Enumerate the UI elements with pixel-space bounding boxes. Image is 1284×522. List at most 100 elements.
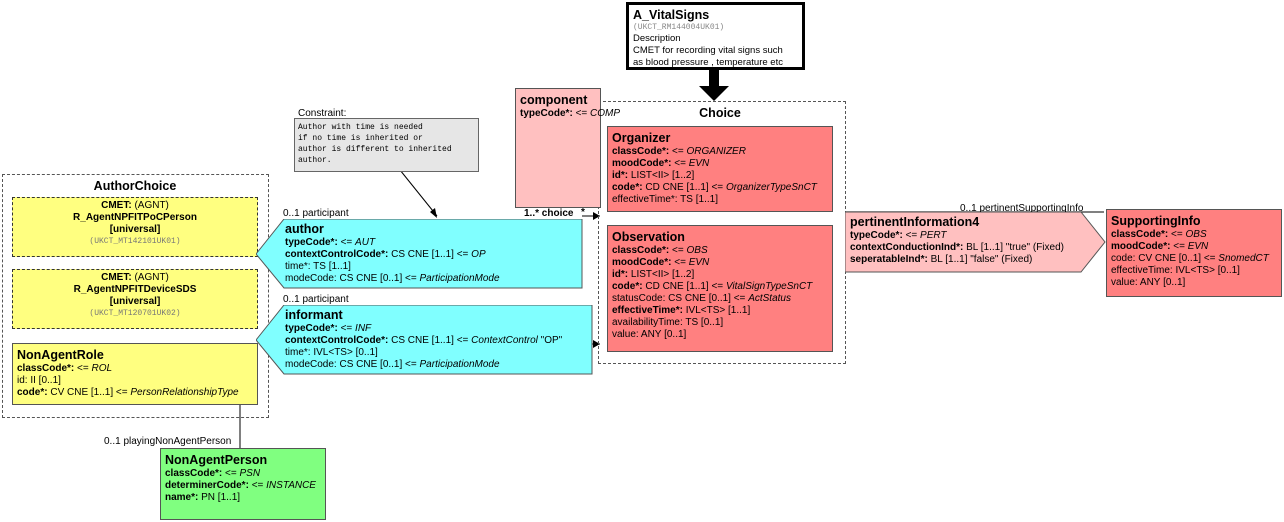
- attr-type: time*: TS [1..1]: [285, 261, 351, 272]
- cmet-prefix: CMET:: [101, 200, 132, 211]
- cmet-type: (AGNT): [134, 272, 169, 283]
- constraint-note: Author with time is needed if no time is…: [294, 118, 479, 172]
- attr-value: EVN: [1187, 241, 1209, 252]
- attr-value: PersonRelationshipType: [130, 387, 239, 398]
- constraint-line: author.: [298, 156, 332, 165]
- author-title: author: [285, 222, 324, 236]
- attr-type: <=: [674, 257, 686, 268]
- cmet-id: (UKCT_MT142101UK01): [89, 237, 181, 246]
- supportinginfo-title: SupportingInfo: [1111, 214, 1201, 228]
- attr-type: <=: [1173, 241, 1185, 252]
- component-box: component typeCode*: <= COMP: [515, 88, 620, 208]
- nonagentperson-box: NonAgentPerson classCode*: <= PSN determ…: [160, 448, 326, 520]
- attr-name: typeCode*:: [850, 230, 903, 241]
- attr-name: moodCode*:: [1111, 241, 1171, 252]
- attr-type: CD CNE [1..1] <=: [645, 182, 724, 193]
- attr-type: availabilityTime: TS [0..1]: [612, 317, 724, 328]
- attr-value: ORGANIZER: [686, 146, 746, 157]
- attr-type: effectiveTime*: TS [1..1]: [612, 194, 718, 205]
- attr-value: OP: [471, 249, 486, 260]
- attr-value: INSTANCE: [266, 480, 316, 491]
- cmet-scope: [universal]: [109, 224, 161, 235]
- attr-name: code*:: [612, 182, 643, 193]
- attr-type: modeCode: CS CNE [0..1] <=: [285, 273, 417, 284]
- pertinent-title: pertinentInformation4: [850, 215, 980, 229]
- attr-name: contextConductionInd*:: [850, 242, 964, 253]
- constraint-line: author is different to inherited: [298, 145, 452, 154]
- choice-label: 1..* choice: [524, 208, 574, 219]
- attr-type: modeCode: CS CNE [0..1] <=: [285, 359, 417, 370]
- observation-title: Observation: [612, 230, 685, 244]
- attr-type: CD CNE [1..1] <=: [645, 281, 724, 292]
- attr-type: effectiveTime: IVL<TS> [0..1]: [1111, 265, 1240, 276]
- attr-type: BL [1..1] "true" (Fixed): [966, 242, 1064, 253]
- pertinent-shape: [845, 212, 1106, 273]
- attr-name: contextControlCode*:: [285, 249, 389, 260]
- author-label: 0..1 participant: [283, 208, 349, 219]
- header-arrow-head: [699, 86, 729, 101]
- organizer-title: Organizer: [612, 131, 671, 145]
- choice-star: *: [581, 207, 585, 218]
- informant-label: 0..1 participant: [283, 294, 349, 305]
- playing-label: 0..1 playingNonAgentPerson: [104, 436, 232, 447]
- constraint-label: Constraint:: [298, 108, 347, 119]
- attr-value: ActStatus: [748, 293, 791, 304]
- attr-value: SnomedCT: [1218, 253, 1269, 264]
- attr-fixed: "OP": [540, 335, 563, 346]
- header-desc-label: Description: [633, 33, 681, 44]
- cmet-name: R_AgentNPFITPoCPerson: [73, 212, 197, 223]
- component-title: component: [520, 93, 588, 107]
- header-desc-line2: as blood pressure , temperature etc: [633, 57, 783, 68]
- attr-name: classCode*:: [165, 468, 223, 479]
- constraint-line: Author with time is needed: [298, 123, 423, 132]
- header-desc-line1: CMET for recording vital signs such: [633, 45, 783, 56]
- informant-content: informant typeCode*: <= INF contextContr…: [285, 307, 562, 371]
- author-shape: [256, 219, 583, 289]
- observation-box: Observation classCode*: <= OBS moodCode*…: [607, 225, 833, 352]
- attr-name: name*:: [165, 492, 199, 503]
- cmet-scope: [universal]: [109, 296, 161, 307]
- cmet-device-sds-box: CMET: (AGNT) R_AgentNPFITDeviceSDS [univ…: [12, 269, 258, 329]
- attr-value: AUT: [355, 237, 376, 248]
- organizer-box: Organizer classCode*: <= ORGANIZER moodC…: [607, 126, 833, 212]
- nonagentrole-box: NonAgentRole classCode*: <= ROL id: II […: [12, 343, 258, 405]
- constraint-line: if no time is inherited or: [298, 134, 423, 143]
- attr-value: VitalSignTypeSnCT: [725, 281, 813, 292]
- attr-type: <=: [672, 146, 684, 157]
- attr-name: seperatableInd*:: [850, 254, 928, 265]
- attr-value: INF: [355, 323, 372, 334]
- pertinent-label: 0..1 pertinentSupportingInfo: [960, 203, 1084, 214]
- attr-name: typeCode*:: [285, 323, 338, 334]
- attr-name: moodCode*:: [612, 257, 672, 268]
- attr-name: code*:: [612, 281, 643, 292]
- cmet-prefix: CMET:: [101, 272, 132, 283]
- attr-name: code*:: [17, 387, 48, 398]
- attr-type: <=: [340, 323, 353, 334]
- header-arrow-shaft: [709, 70, 719, 88]
- supportinginfo-box: SupportingInfo classCode*: <= OBS moodCo…: [1106, 209, 1282, 297]
- header-title: A_VitalSigns: [633, 8, 710, 22]
- attr-type: <=: [77, 363, 89, 374]
- pertinent-content: pertinentInformation4 typeCode*: <= PERT…: [850, 214, 1064, 266]
- attr-type: <=: [905, 230, 918, 241]
- attr-name: id*:: [612, 170, 629, 181]
- attr-type: BL [1..1] "false" (Fixed): [930, 254, 1033, 265]
- attr-name: classCode*:: [17, 363, 75, 374]
- attr-type: <=: [672, 245, 684, 256]
- authorchoice-title: AuthorChoice: [93, 179, 177, 193]
- attr-name: classCode*:: [612, 146, 670, 157]
- attr-name: determinerCode*:: [165, 480, 249, 491]
- nonagentperson-title: NonAgentPerson: [165, 453, 268, 467]
- attr-value: ParticipationMode: [419, 359, 500, 370]
- attr-value: ROL: [91, 363, 113, 374]
- attr-type: LIST<II> [1..2]: [630, 269, 695, 280]
- attr-value: PSN: [239, 468, 261, 479]
- attr-name: moodCode*:: [612, 158, 672, 169]
- vitalsigns-header-box: A_VitalSigns (UKCT_RM144004UK01) Descrip…: [626, 2, 805, 70]
- attr-type: CV CNE [1..1] <=: [50, 387, 128, 398]
- choice-title: Choice: [699, 106, 741, 120]
- attr-value: OrganizerTypeSnCT: [725, 182, 817, 193]
- attr-value: PERT: [920, 230, 947, 241]
- attr-type: LIST<II> [1..2]: [630, 170, 695, 181]
- header-id: (UKCT_RM144004UK01): [633, 23, 725, 32]
